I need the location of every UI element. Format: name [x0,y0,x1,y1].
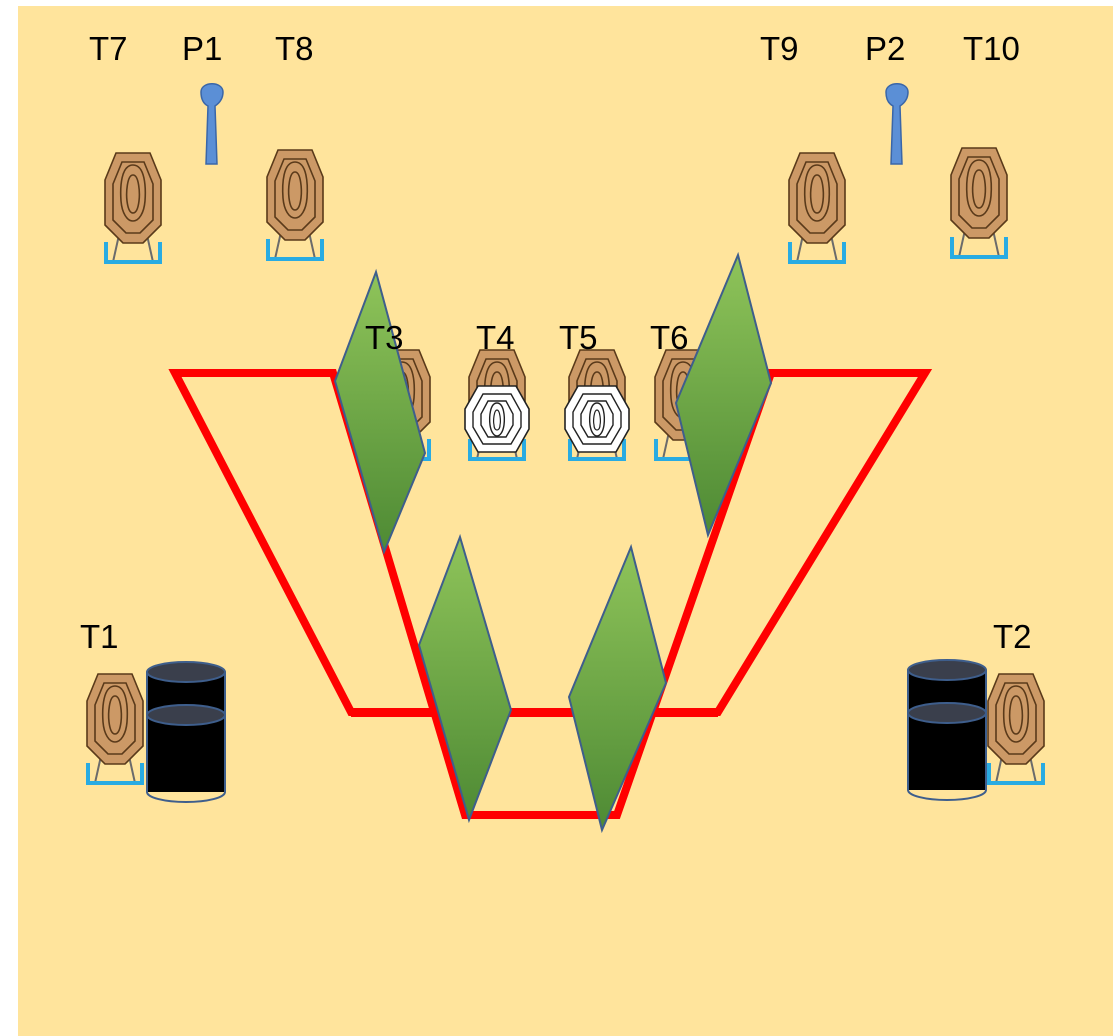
barrier-wall-upper-left [333,268,427,556]
label-t3: T3 [365,319,404,356]
no-shoot-t5 [564,385,630,453]
barrier-wall-upper-right [674,251,773,539]
label-t5: T5 [559,319,598,356]
label-p1: P1 [182,30,222,67]
label-t9: T9 [760,30,799,67]
barrier-wall-lower-right [567,543,668,834]
label-t6: T6 [650,319,689,356]
label-t7: T7 [89,30,128,67]
label-t2: T2 [993,618,1032,655]
label-t4: T4 [476,319,515,356]
label-p2: P2 [865,30,905,67]
barrels-left [146,661,226,803]
label-t10: T10 [963,30,1020,67]
barrels-right [907,659,987,801]
range-background [18,6,1113,1036]
no-shoot-t4 [464,385,530,453]
label-t1: T1 [80,618,119,655]
label-t8: T8 [275,30,314,67]
barrier-wall-lower-left [417,533,513,824]
